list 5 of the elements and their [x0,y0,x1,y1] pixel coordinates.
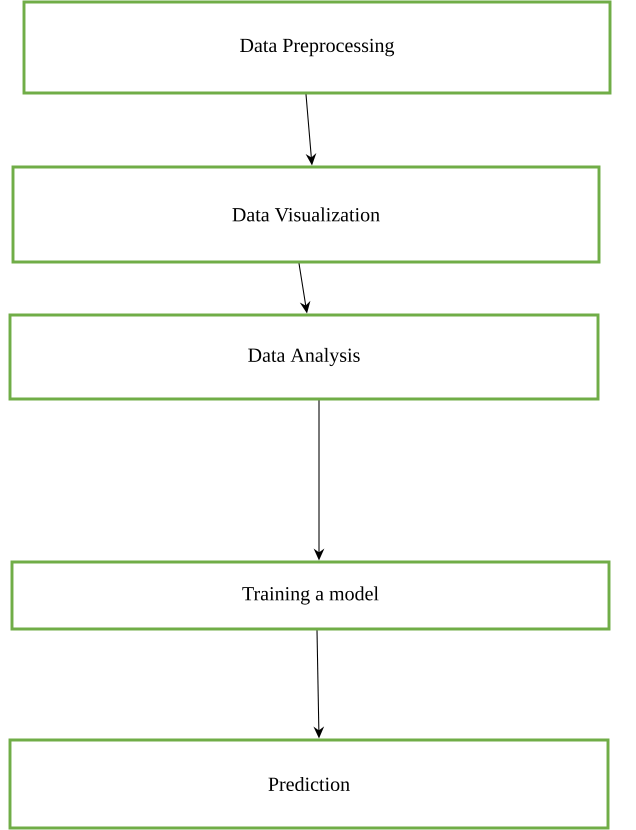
process-box: Data Preprocessing [22,0,612,94]
process-box: Training a model [10,560,610,630]
process-box: Prediction [8,738,610,830]
process-box: Data Analysis [8,314,600,400]
process-box: Data Visualization [12,166,600,264]
